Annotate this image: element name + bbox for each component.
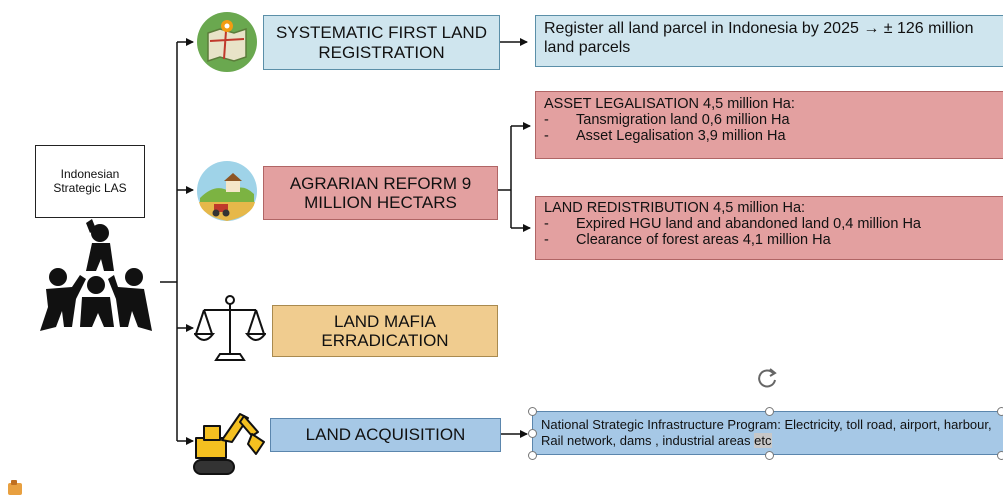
excavator-icon [192,408,268,478]
map-pin-icon [196,11,258,73]
list-item: - Clearance of forest areas 4,1 million … [544,232,831,249]
root-box: Indonesian Strategic LAS [35,145,145,218]
list-item: - Asset Legalisation 3,9 million Ha [544,128,786,145]
resize-handle-middle-left[interactable] [528,429,537,438]
asset-legalisation-title: ASSET LEGALISATION 4,5 million Ha: [544,96,795,112]
root-label: Indonesian Strategic LAS [53,167,127,195]
infrastructure-textbox[interactable]: National Strategic Infrastructure Progra… [532,411,1003,455]
resize-handle-bottom-middle[interactable] [765,451,774,460]
list-item: - Tansmigration land 0,6 million Ha [544,112,790,129]
land-redistribution-title: LAND REDISTRIBUTION 4,5 million Ha: [544,200,806,216]
land-redistribution-box: LAND REDISTRIBUTION 4,5 million Ha: - Ex… [535,196,1003,260]
program-label-acquisition: LAND ACQUISITION [305,425,466,445]
people-lifting-icon [30,215,160,345]
rotate-handle-icon[interactable] [756,367,778,389]
farm-tractor-icon [196,160,258,222]
justice-scale-icon [194,292,266,364]
program-label-registration: SYSTEMATIC FIRST LAND REGISTRATION [276,23,487,62]
infrastructure-text: National Strategic Infrastructure Progra… [541,417,992,449]
resize-handle-top-left[interactable] [528,407,537,416]
program-box-agrarian: AGRARIAN REFORM 9 MILLION HECTARS [263,166,498,220]
program-box-mafia: LAND MAFIA ERRADICATION [272,305,498,357]
list-item: - Expired HGU land and abandoned land 0,… [544,216,921,233]
registration-detail-box: Register all land parcel in Indonesia by… [535,15,1003,67]
program-box-acquisition: LAND ACQUISITION [270,418,501,452]
program-label-agrarian: AGRARIAN REFORM 9 MILLION HECTARS [289,173,472,212]
registration-detail-text: Register all land parcel in Indonesia by… [544,20,974,57]
resize-handle-right[interactable] [997,407,1003,416]
app-icon[interactable] [7,479,23,495]
resize-handle-bottom-right[interactable] [997,451,1003,460]
program-box-registration: SYSTEMATIC FIRST LAND REGISTRATION [263,15,500,70]
program-label-mafia: LAND MAFIA ERRADICATION [321,311,449,350]
resize-handle-top-middle[interactable] [765,407,774,416]
resize-handle-bottom-left[interactable] [528,451,537,460]
asset-legalisation-box: ASSET LEGALISATION 4,5 million Ha: - Tan… [535,91,1003,159]
infrastructure-selected-text[interactable]: etc [754,433,772,449]
